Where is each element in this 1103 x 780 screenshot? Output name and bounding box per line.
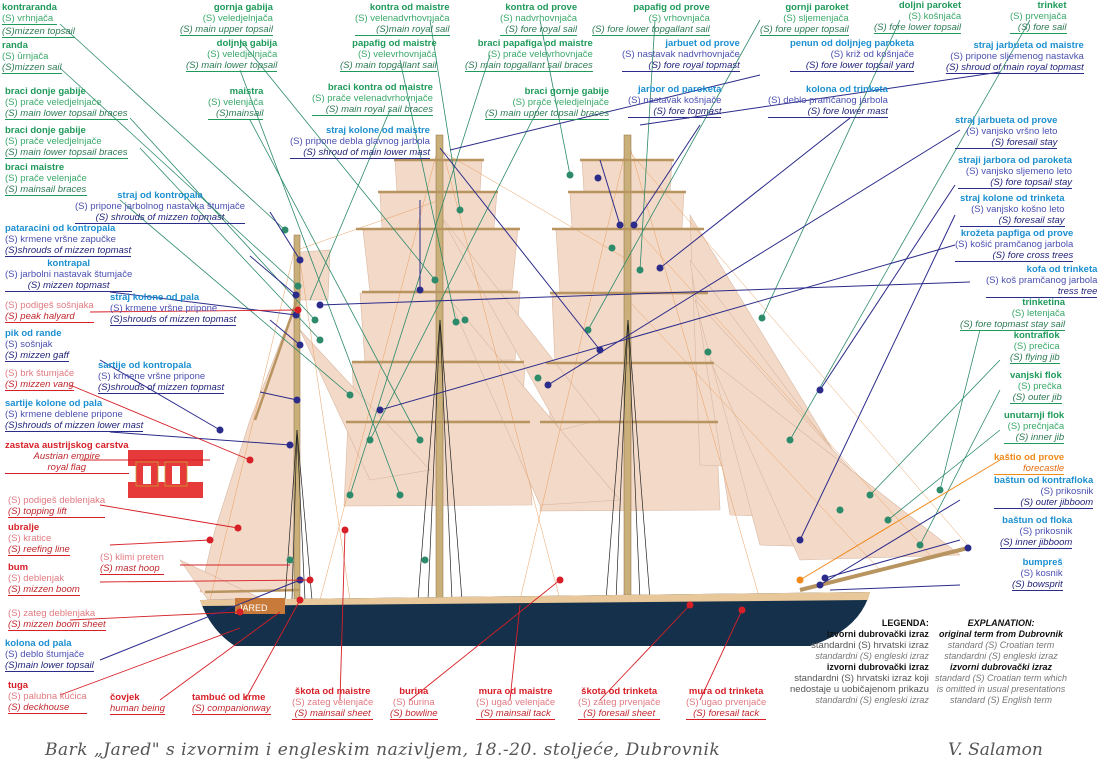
label-kolona-od-pala: kolona od pala(S) deblo štumjače(S)main … xyxy=(5,638,94,672)
label-randa: randa(S) ūrnjača(S)mizzen sail xyxy=(2,40,62,74)
label-gornji-paroket: gornji paroket(S) sljemenjača(S) fore up… xyxy=(760,2,849,36)
label-kolona-od-trinketa: kolona od trinketa(S) deblo pramčanog ja… xyxy=(768,84,888,118)
label-penun: penun od doljnjeg paroketa(S) križ od ko… xyxy=(790,38,915,72)
label-bumpres: bumpreš(S) kosnik(S) bowsprit xyxy=(1012,557,1063,591)
leader-dots-blue xyxy=(216,174,972,589)
label-pataracini: pataracini od kontropala(S) krmene vršne… xyxy=(5,223,132,257)
label-kontraflok: kontraflok(S) prečica(S) flying jib xyxy=(1010,330,1060,364)
label-podiges-sosnjaka: (S) podigeš sošnjaka(S) peak halyard xyxy=(5,300,94,323)
label-sartije-kolone-od-pala: sartije kolone od pala(S) krmene deblene… xyxy=(5,398,144,432)
austrian-flag xyxy=(128,450,203,498)
label-bastun-kontrafloka: baštun od kontrafloka(S) prikosnik(S) ou… xyxy=(994,475,1094,509)
label-brk-stumjace: (S) brk štumjače(S) mizzen vang xyxy=(5,368,75,391)
label-kontra-od-maistre: kontra od maistre(S) velenadvrhovnjača(S… xyxy=(355,2,450,36)
label-doljni-paroket: doljni paroket(S) košnjača(S) fore lower… xyxy=(874,0,962,34)
label-krozeta: krožeta papfiga od prove(S) košić pramča… xyxy=(955,228,1074,262)
masts xyxy=(204,134,969,606)
label-kontraranda: kontraranda(S) vrhnjača xyxy=(2,2,57,25)
label-straj-kolone-od-pala: straj kolone od pala(S) krmene vršne pri… xyxy=(110,292,237,326)
label-jarbuet-od-prove: jarbuet od prove(S) nastavak nadvrhovnja… xyxy=(622,38,740,72)
label-sartije-od-kontropala: sartije od kontropala(S) krmene vršne pr… xyxy=(98,360,225,394)
label-doljnja-gabija: doljnja gabija(S) veledjelnjača(S) main … xyxy=(186,38,278,72)
label-bastun-floka: baštun od floka(S) prikosnik(S) inner ji… xyxy=(1000,515,1073,549)
label-ubralje: ubralje(S) kratice(S) reefing line xyxy=(8,522,70,556)
label-tambuc: tambuć od krme(S) companionway xyxy=(192,692,271,715)
label-zateg-deblenjaka: (S) zateg deblenjaka(S) mizzen boom shee… xyxy=(8,608,106,631)
label-tuga: tuga(S) palubna kućica(S) deckhouse xyxy=(8,680,87,714)
label-skota-od-trinketa: škota od trinketa(S) zateg prvenjače(S) … xyxy=(578,686,661,720)
label-braci-maistre: braci maistre(S) prače velenjače(S) main… xyxy=(5,162,87,196)
label-podiges-deblenjaka: (S) podigeš deblenjaka(S) topping lift xyxy=(8,495,106,518)
legend-croatian: LEGENDA: izvorni dubrovački izraz standa… xyxy=(790,618,929,705)
leader-dots-green xyxy=(281,171,944,564)
label-pik-od-rande: pik od rande(S) sošnjak(S) mizzen gaff xyxy=(5,328,69,362)
footer-title: Bark „Jared" s izvornim i engleskim nazi… xyxy=(45,740,721,760)
label-trinket: trinket(S) prvenjača(S) fore sail xyxy=(1010,0,1067,34)
leader-lines-red xyxy=(59,309,743,701)
label-straj-jarbueta: straj jarbueta od maistre(S) pripone slj… xyxy=(946,40,1084,74)
label-papafig-od-maistre: papafig od maistre(S) velevrhovnjača(S) … xyxy=(340,38,437,72)
leader-lines-green xyxy=(59,19,1031,546)
label-kontrapal: kontrapal(S) jarbolni nastavak štumjače(… xyxy=(5,258,133,292)
label-gornja-gabija: gornja gabija(S) veledjelnjača(S) main u… xyxy=(180,2,273,36)
label-kontra-od-prove: kontra od prove(S) nadvrhovnjača(S) fore… xyxy=(500,2,578,36)
legend-english: EXPLANATION: original term from Dubrovni… xyxy=(935,618,1068,705)
label-braci-donje-gabije-2: braci donje gabije(S) prače veledjelnjač… xyxy=(5,125,128,159)
leader-dots-red xyxy=(206,306,746,616)
label-braci-gornje-gabije: braci gornje gabije(S) prače veledjelnja… xyxy=(485,86,610,120)
hull xyxy=(200,592,870,646)
label-mizzen-topsail: (S)mizzen topsail xyxy=(2,26,75,38)
label-klimi-preten: (S) klimi preten(S) mast hoop xyxy=(100,552,164,575)
label-straj-jarbueta-od-prove: straj jarbueta od prove(S) vanjsko vršno… xyxy=(955,115,1058,149)
label-straj-kolone-od-trinketa: straj kolone od trinketa(S) vanjsko košn… xyxy=(960,193,1065,227)
label-braci-kontra: braci kontra od maistre(S) prače velenad… xyxy=(312,82,433,116)
label-jarbor-od-paroketa: jarbor od paroketa(S) nastavak košnjače(… xyxy=(628,84,722,118)
label-vanjski-flok: vanjski flok(S) prečka(S) outer jib xyxy=(1010,370,1062,404)
ship-name: JARED xyxy=(238,603,268,613)
label-burina: burina(S) burina(S) bowline xyxy=(390,686,438,720)
label-papafig-od-prove: papafig od prove(S) vrhovnjača(S) fore l… xyxy=(592,2,710,36)
label-kofa: kofa od trinketa(S) koš pramčanog jarbol… xyxy=(986,264,1098,298)
footer-author: V. Salamon xyxy=(948,740,1043,760)
label-mura-od-trinketa: mura od trinketa(S) ugao prvenjače(S) fo… xyxy=(686,686,767,720)
label-mura-od-maistre: mura od maistre(S) ugao velenjače(S) mai… xyxy=(476,686,556,720)
label-unutarnji-flok: unutarnji flok(S) prečnjača(S) inner jib xyxy=(1004,410,1065,444)
label-skota-od-maistre: škota od maistre(S) zateg velenjače(S) m… xyxy=(292,686,374,720)
label-straji-jarbora: straji jarbora od paroketa(S) vanjsko sl… xyxy=(958,155,1073,189)
label-trinketina: trinketina(S) letenjača(S) fore topmast … xyxy=(960,297,1066,331)
label-bum: bum(S) deblenjak(S) mizzen boom xyxy=(8,562,80,596)
label-braci-papafiga: braci papafiga od maistre(S) prače velev… xyxy=(465,38,593,72)
leader-lines-blue xyxy=(99,71,1001,661)
label-braci-donje-gabije-1: braci donje gabije(S) prače veledjelnjač… xyxy=(5,86,128,120)
label-straj-kolone-od-maistre: straj kolone od maistre(S) pripone debla… xyxy=(290,125,430,159)
label-maistra: maistra(S) velenjača(S)mainsail xyxy=(208,86,264,120)
label-straj-od-kontropala: straj od kontropala(S) pripone jarbolnog… xyxy=(75,190,246,224)
